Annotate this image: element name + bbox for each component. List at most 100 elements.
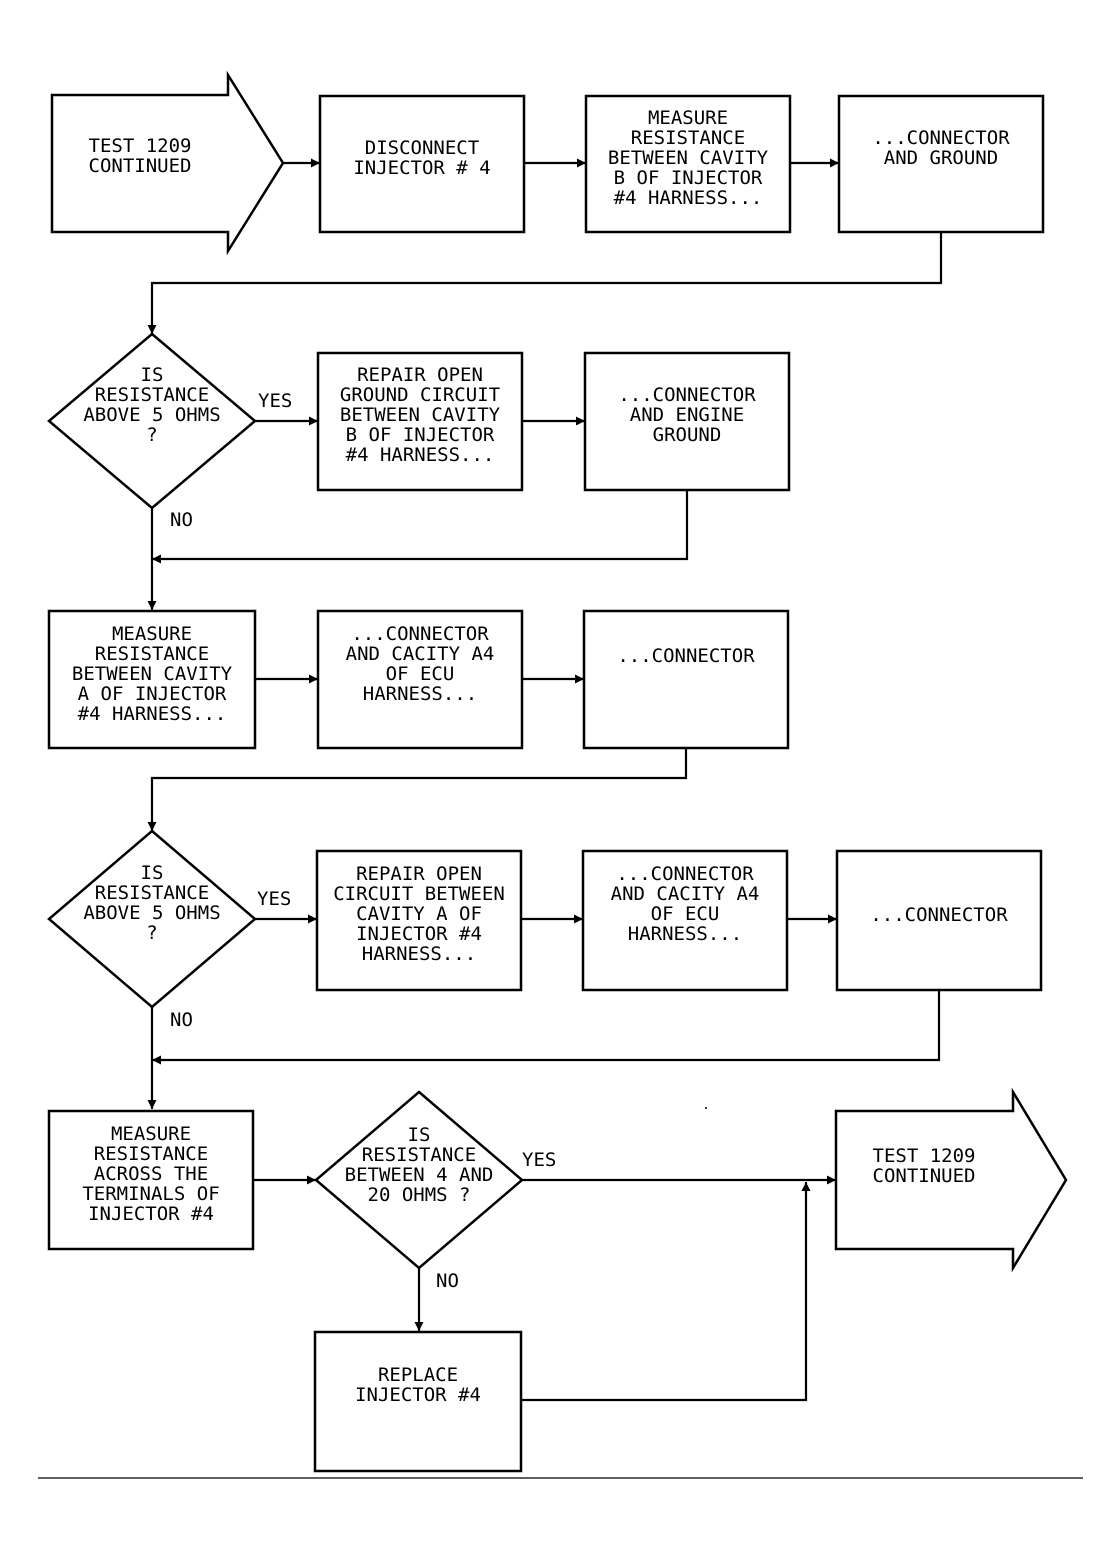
text-line: BETWEEN CAVITY xyxy=(340,404,501,426)
yes-label-3: YES xyxy=(522,1149,556,1171)
text-line: INJECTOR #4 xyxy=(88,1203,214,1225)
text-line: INJECTOR #4 xyxy=(356,923,482,945)
text-line: REPAIR OPEN xyxy=(356,863,482,885)
text-line: RESISTANCE xyxy=(94,1143,208,1165)
text-line: HARNESS... xyxy=(362,943,476,965)
text-line: REPAIR OPEN xyxy=(357,364,483,386)
text-line: OF ECU xyxy=(651,903,720,925)
yes-label-1: YES xyxy=(258,390,292,412)
arrow-engine-return xyxy=(152,490,689,564)
text-line: ...CONNECTOR xyxy=(618,384,756,406)
text-line: RESISTANCE xyxy=(95,882,209,904)
text-line: CONTINUED xyxy=(873,1165,976,1187)
connector2-box: ...CONNECTOR xyxy=(835,849,1043,992)
text-line: TEST 1209 xyxy=(89,135,192,157)
text-line: AND ENGINE xyxy=(630,404,744,426)
text-line: IS xyxy=(141,862,164,884)
speck xyxy=(705,1107,707,1109)
text-line: BETWEEN 4 AND xyxy=(345,1164,494,1186)
no-label-3: NO xyxy=(436,1270,459,1292)
text-line: GROUND xyxy=(653,424,722,446)
text-line: B OF INJECTOR xyxy=(346,424,495,446)
text-line: ? xyxy=(146,922,157,944)
text-line: ACROSS THE xyxy=(94,1163,208,1185)
text-line: INJECTOR # 4 xyxy=(353,157,490,179)
no-label-2: NO xyxy=(170,1009,193,1031)
text-line: ? xyxy=(146,424,157,446)
connector1-text: ...CONNECTOR xyxy=(617,645,755,667)
text-line: TERMINALS OF xyxy=(82,1183,219,1205)
yes-label-2: YES xyxy=(257,888,291,910)
text-line: B OF INJECTOR xyxy=(614,167,763,189)
text-line: ABOVE 5 OHMS xyxy=(83,902,220,924)
text-line: RESISTANCE xyxy=(362,1144,476,1166)
text-line: #4 HARNESS... xyxy=(614,187,763,209)
text-line: DISCONNECT xyxy=(365,137,479,159)
text-line: ...CONNECTOR xyxy=(872,127,1010,149)
text-line: CONTINUED xyxy=(89,155,192,177)
text-line: 20 OHMS ? xyxy=(368,1184,471,1206)
text-line: IS xyxy=(141,364,164,386)
text-line: CAVITY A OF xyxy=(356,903,482,925)
text-line: TEST 1209 xyxy=(873,1145,976,1167)
text-line: ...CONNECTOR xyxy=(870,904,1008,926)
text-line: BETWEEN CAVITY xyxy=(72,663,233,685)
text-line: #4 HARNESS... xyxy=(346,444,495,466)
arrow-replace-to-end xyxy=(521,1182,811,1402)
text-line: MEASURE xyxy=(112,623,192,645)
text-line: IS xyxy=(408,1124,431,1146)
connector1-box: ...CONNECTOR xyxy=(582,609,790,750)
text-line: BETWEEN CAVITY xyxy=(608,147,769,169)
text-line: AND GROUND xyxy=(884,147,998,169)
text-line: HARNESS... xyxy=(363,683,477,705)
text-line: AND CACITY A4 xyxy=(346,643,495,665)
text-line: ...CONNECTOR xyxy=(616,863,754,885)
text-line: #4 HARNESS... xyxy=(78,703,227,725)
text-line: CIRCUIT BETWEEN xyxy=(333,883,505,905)
arrow-connector-to-decision1 xyxy=(147,232,943,334)
text-line: HARNESS... xyxy=(628,923,742,945)
text-line: ...CONNECTOR xyxy=(617,645,755,667)
text-line: A OF INJECTOR xyxy=(78,683,227,705)
text-line: MEASURE xyxy=(111,1123,191,1145)
arrow-connector1-to-decision2 xyxy=(147,748,688,831)
connector2-text: ...CONNECTOR xyxy=(870,904,1008,926)
text-line: MEASURE xyxy=(648,107,728,129)
no-label-1: NO xyxy=(170,509,193,531)
text-line: GROUND CIRCUIT xyxy=(340,384,500,406)
text-line: OF ECU xyxy=(386,663,455,685)
text-line: RESISTANCE xyxy=(95,643,209,665)
